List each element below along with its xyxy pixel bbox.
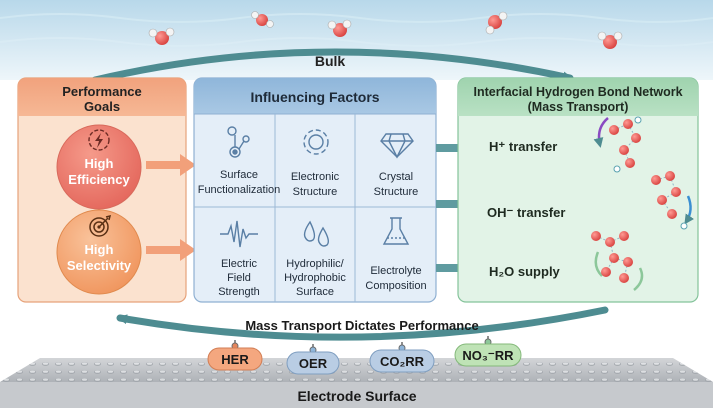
factor-surface-functionalization-line2: Functionalization xyxy=(198,184,281,196)
flask-icon xyxy=(382,217,410,245)
factor-to-goal-arrow xyxy=(146,239,196,261)
performance-goals-title-line2: Goals xyxy=(84,99,120,114)
hydrogen-network-title-line2: (Mass Transport) xyxy=(528,100,629,114)
waveform-icon xyxy=(220,220,258,248)
bulk-flow-arrow xyxy=(91,48,574,84)
diamond-icon xyxy=(380,133,414,159)
water-molecule-icon xyxy=(148,27,175,45)
gear-icon xyxy=(303,129,329,155)
factor-electrolyte-line2: Composition xyxy=(365,280,426,292)
reaction-oer-label: OER xyxy=(299,356,328,371)
goal-high-efficiency-line2: Efficiency xyxy=(68,172,130,187)
reaction-co2rr-label: CO₂RR xyxy=(380,354,425,369)
water-molecule-icon xyxy=(327,19,352,37)
h-plus-transfer-label: H⁺ transfer xyxy=(489,139,557,154)
water-chain-icon xyxy=(591,231,644,291)
bulk-label: Bulk xyxy=(315,53,346,69)
h2o-supply-label: H₂O supply xyxy=(489,264,561,279)
factor-surface-functionalization-line1: Surface xyxy=(220,169,258,181)
water-molecule-icon xyxy=(485,11,508,35)
hydrogen-network-title-line1: Interfacial Hydrogen Bond Network xyxy=(473,85,682,99)
water-chain-icon xyxy=(651,171,695,230)
reaction-oer xyxy=(286,344,340,375)
factor-electric-field-line2: Field xyxy=(227,272,251,284)
factor-hydrophilicity-line1: Hydrophilic/ xyxy=(286,258,344,270)
influencing-factors-panel xyxy=(193,77,437,303)
factor-hydrophilicity-line2: Hydrophobic xyxy=(284,272,346,284)
lightning-icon xyxy=(88,129,110,151)
goal-high-selectivity-line2: Selectivity xyxy=(67,258,132,273)
water-molecule-icon xyxy=(597,31,623,49)
factor-electric-field-line3: Strength xyxy=(218,286,260,298)
electrode-surface-label: Electrode Surface xyxy=(297,388,416,404)
mass-transport-label: Mass Transport Dictates Performance xyxy=(245,318,478,333)
water-molecule-icon xyxy=(251,11,274,28)
goal-high-efficiency-line1: High xyxy=(85,156,114,171)
reaction-her xyxy=(207,340,263,371)
factor-crystal-structure-line1: Crystal xyxy=(379,171,413,183)
mass-transport-arrow xyxy=(116,306,609,341)
goal-high-efficiency xyxy=(56,124,142,210)
factor-electric-field-line1: Electric xyxy=(221,258,258,270)
oh-minus-transfer-label: OH⁻ transfer xyxy=(487,205,565,220)
reaction-her-label: HER xyxy=(221,352,249,367)
goal-high-selectivity-line1: High xyxy=(85,242,114,257)
electrode-surface xyxy=(0,358,713,408)
factor-to-goal-arrow xyxy=(146,154,196,176)
droplets-icon xyxy=(303,220,330,247)
molecule-icon xyxy=(227,126,250,158)
bulk-water-background xyxy=(0,0,713,80)
factor-electronic-structure-line1: Electronic xyxy=(291,171,340,183)
factor-electrolyte-line1: Electrolyte xyxy=(370,265,421,277)
reaction-co2rr xyxy=(369,342,435,373)
reaction-no3rr-label: NO₃⁻RR xyxy=(462,348,514,363)
goal-high-selectivity xyxy=(56,209,142,295)
reaction-no3rr xyxy=(454,336,522,367)
water-chain-icon xyxy=(593,116,642,173)
influencing-factors-title: Influencing Factors xyxy=(250,89,379,105)
target-icon xyxy=(89,214,112,237)
performance-goals-title-line1: Performance xyxy=(62,84,141,99)
factor-electronic-structure-line2: Structure xyxy=(293,186,338,198)
factor-crystal-structure-line2: Structure xyxy=(374,186,419,198)
factor-hydrophilicity-line3: Surface xyxy=(296,286,334,298)
